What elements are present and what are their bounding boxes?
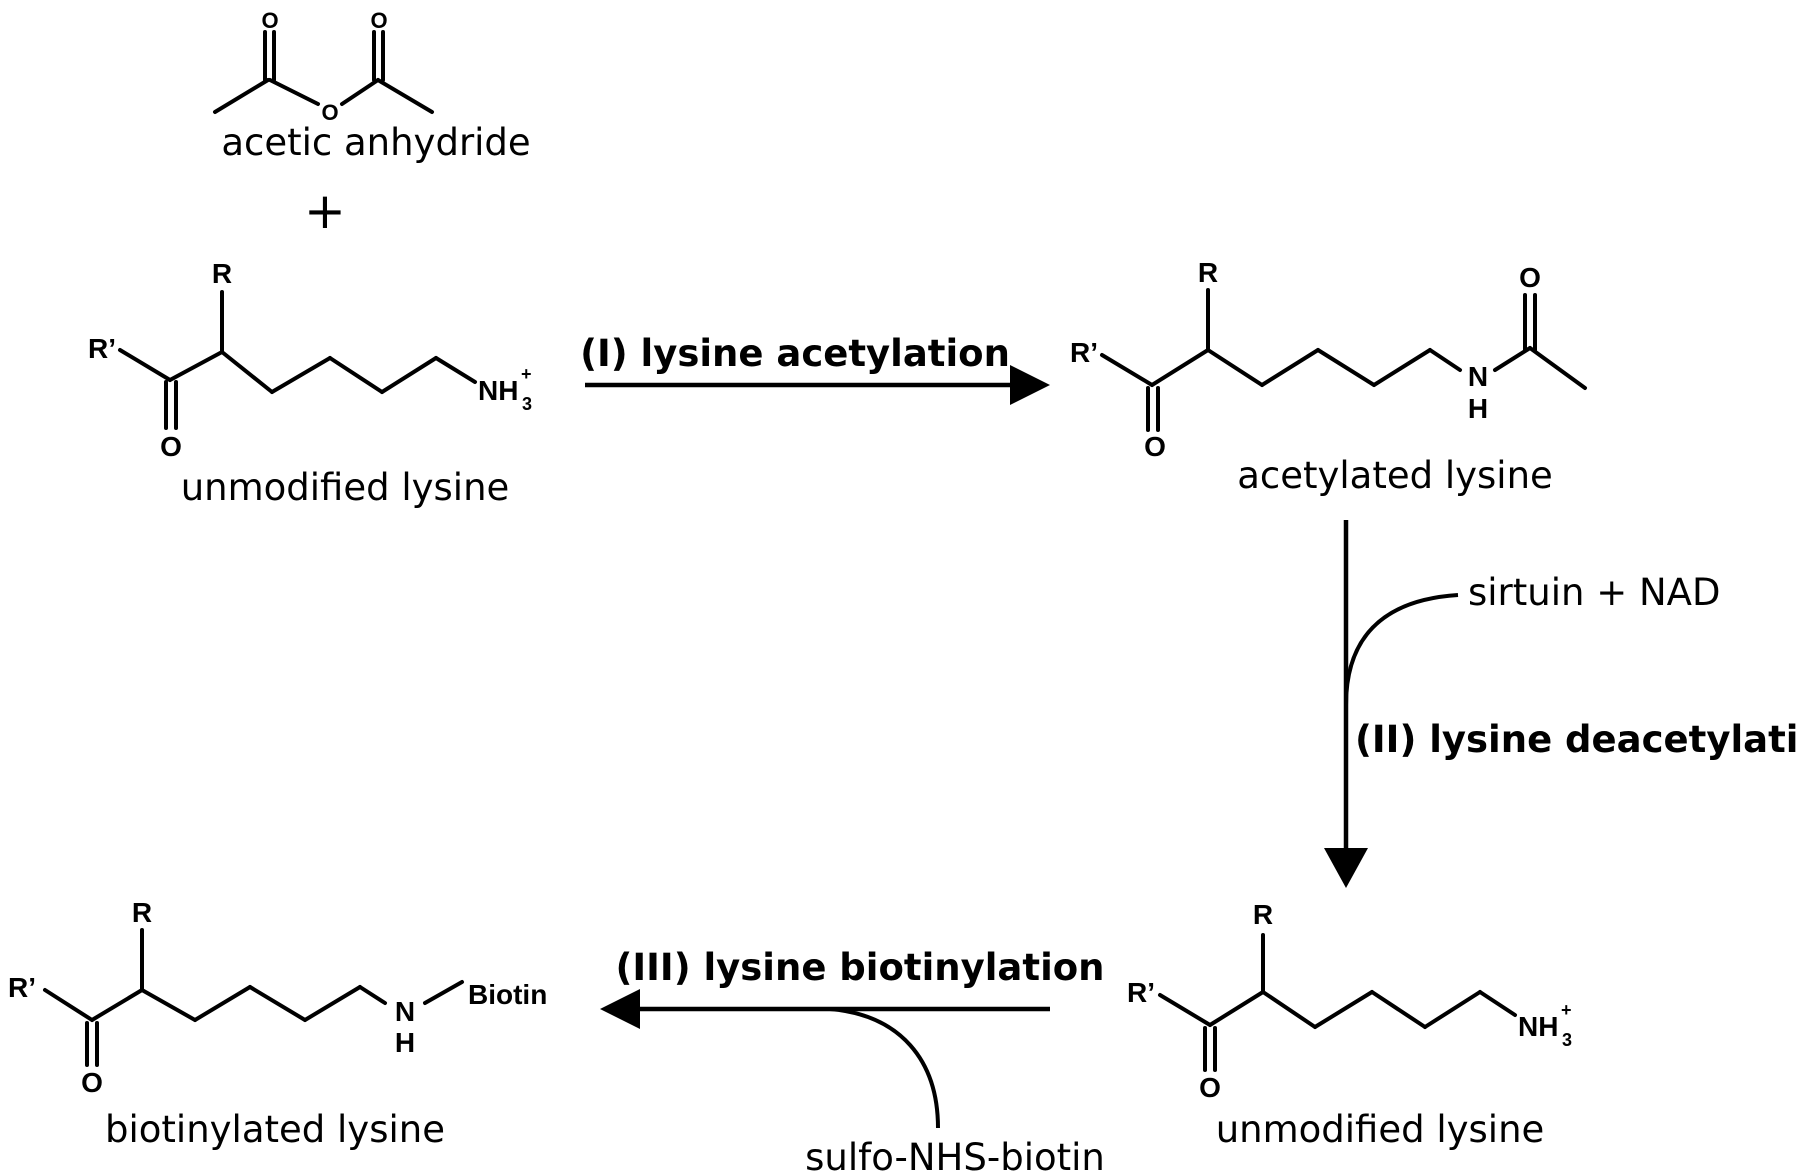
acetylated-lysine-structure: R R’ O O N H xyxy=(1070,257,1587,462)
r-prime-group: R’ xyxy=(8,972,36,1003)
amide-nitrogen: N xyxy=(1468,361,1488,392)
biotinylated-lysine-label: biotinylated lysine xyxy=(105,1108,445,1151)
step1-arrowhead xyxy=(1010,365,1050,405)
step2-label: (II) lysine deacetylation xyxy=(1355,718,1800,761)
r-group: R xyxy=(1253,899,1273,930)
r-group: R xyxy=(132,897,152,928)
acyl-oxygen: O xyxy=(1519,262,1541,293)
anhydride-bridge-oxygen: O xyxy=(321,100,338,125)
unmodified-lysine-bottom-structure: R R’ O NH 3 + xyxy=(1127,899,1572,1103)
amine-charge: + xyxy=(521,364,532,384)
r-prime-group: R’ xyxy=(1127,977,1155,1008)
r-prime-group: R’ xyxy=(1070,337,1098,368)
step3-reagent: sulfo-NHS-biotin xyxy=(805,1136,1105,1174)
carbonyl-oxygen: O xyxy=(81,1067,103,1098)
acetic-anhydride-structure: O O O xyxy=(213,8,434,125)
amine-nh: NH xyxy=(1518,1011,1558,1042)
unmodified-lysine-top-structure: R R’ O NH 3 + xyxy=(88,258,532,462)
step1-label: (I) lysine acetylation xyxy=(580,332,1010,375)
step3-reagent-curve xyxy=(829,1007,940,1129)
step3-arrowhead xyxy=(600,989,640,1029)
amine-charge: + xyxy=(1561,1000,1572,1020)
anhydride-oxygen-1: O xyxy=(261,8,278,33)
carbonyl-oxygen: O xyxy=(1144,431,1166,462)
biotin-group: Biotin xyxy=(468,979,547,1010)
step2-arrowhead xyxy=(1324,848,1368,888)
unmodified-lysine-top-label: unmodified lysine xyxy=(181,466,510,509)
carbonyl-oxygen: O xyxy=(1199,1072,1221,1103)
unmodified-lysine-bottom-label: unmodified lysine xyxy=(1216,1108,1545,1151)
biotinylated-lysine-structure: R R’ O N H Biotin xyxy=(8,897,547,1098)
acetic-anhydride-label: acetic anhydride xyxy=(221,121,530,164)
amide-hydrogen: H xyxy=(395,1027,415,1058)
amine-nh: NH xyxy=(478,375,518,406)
r-group: R xyxy=(1198,257,1218,288)
amine-subscript: 3 xyxy=(1562,1030,1572,1050)
step2-reagent: sirtuin + NAD xyxy=(1468,571,1720,614)
amine-subscript: 3 xyxy=(522,394,532,414)
plus-sign: + xyxy=(304,182,346,240)
amide-hydrogen: H xyxy=(1468,393,1488,424)
amide-nitrogen: N xyxy=(395,996,415,1027)
r-group: R xyxy=(212,258,232,289)
carbonyl-oxygen: O xyxy=(160,431,182,462)
step3-label: (III) lysine biotinylation xyxy=(615,946,1104,989)
r-prime-group: R’ xyxy=(88,333,116,364)
anhydride-oxygen-2: O xyxy=(370,8,387,33)
step2-reagent-curve xyxy=(1344,593,1459,706)
acetylated-lysine-label: acetylated lysine xyxy=(1237,454,1553,497)
